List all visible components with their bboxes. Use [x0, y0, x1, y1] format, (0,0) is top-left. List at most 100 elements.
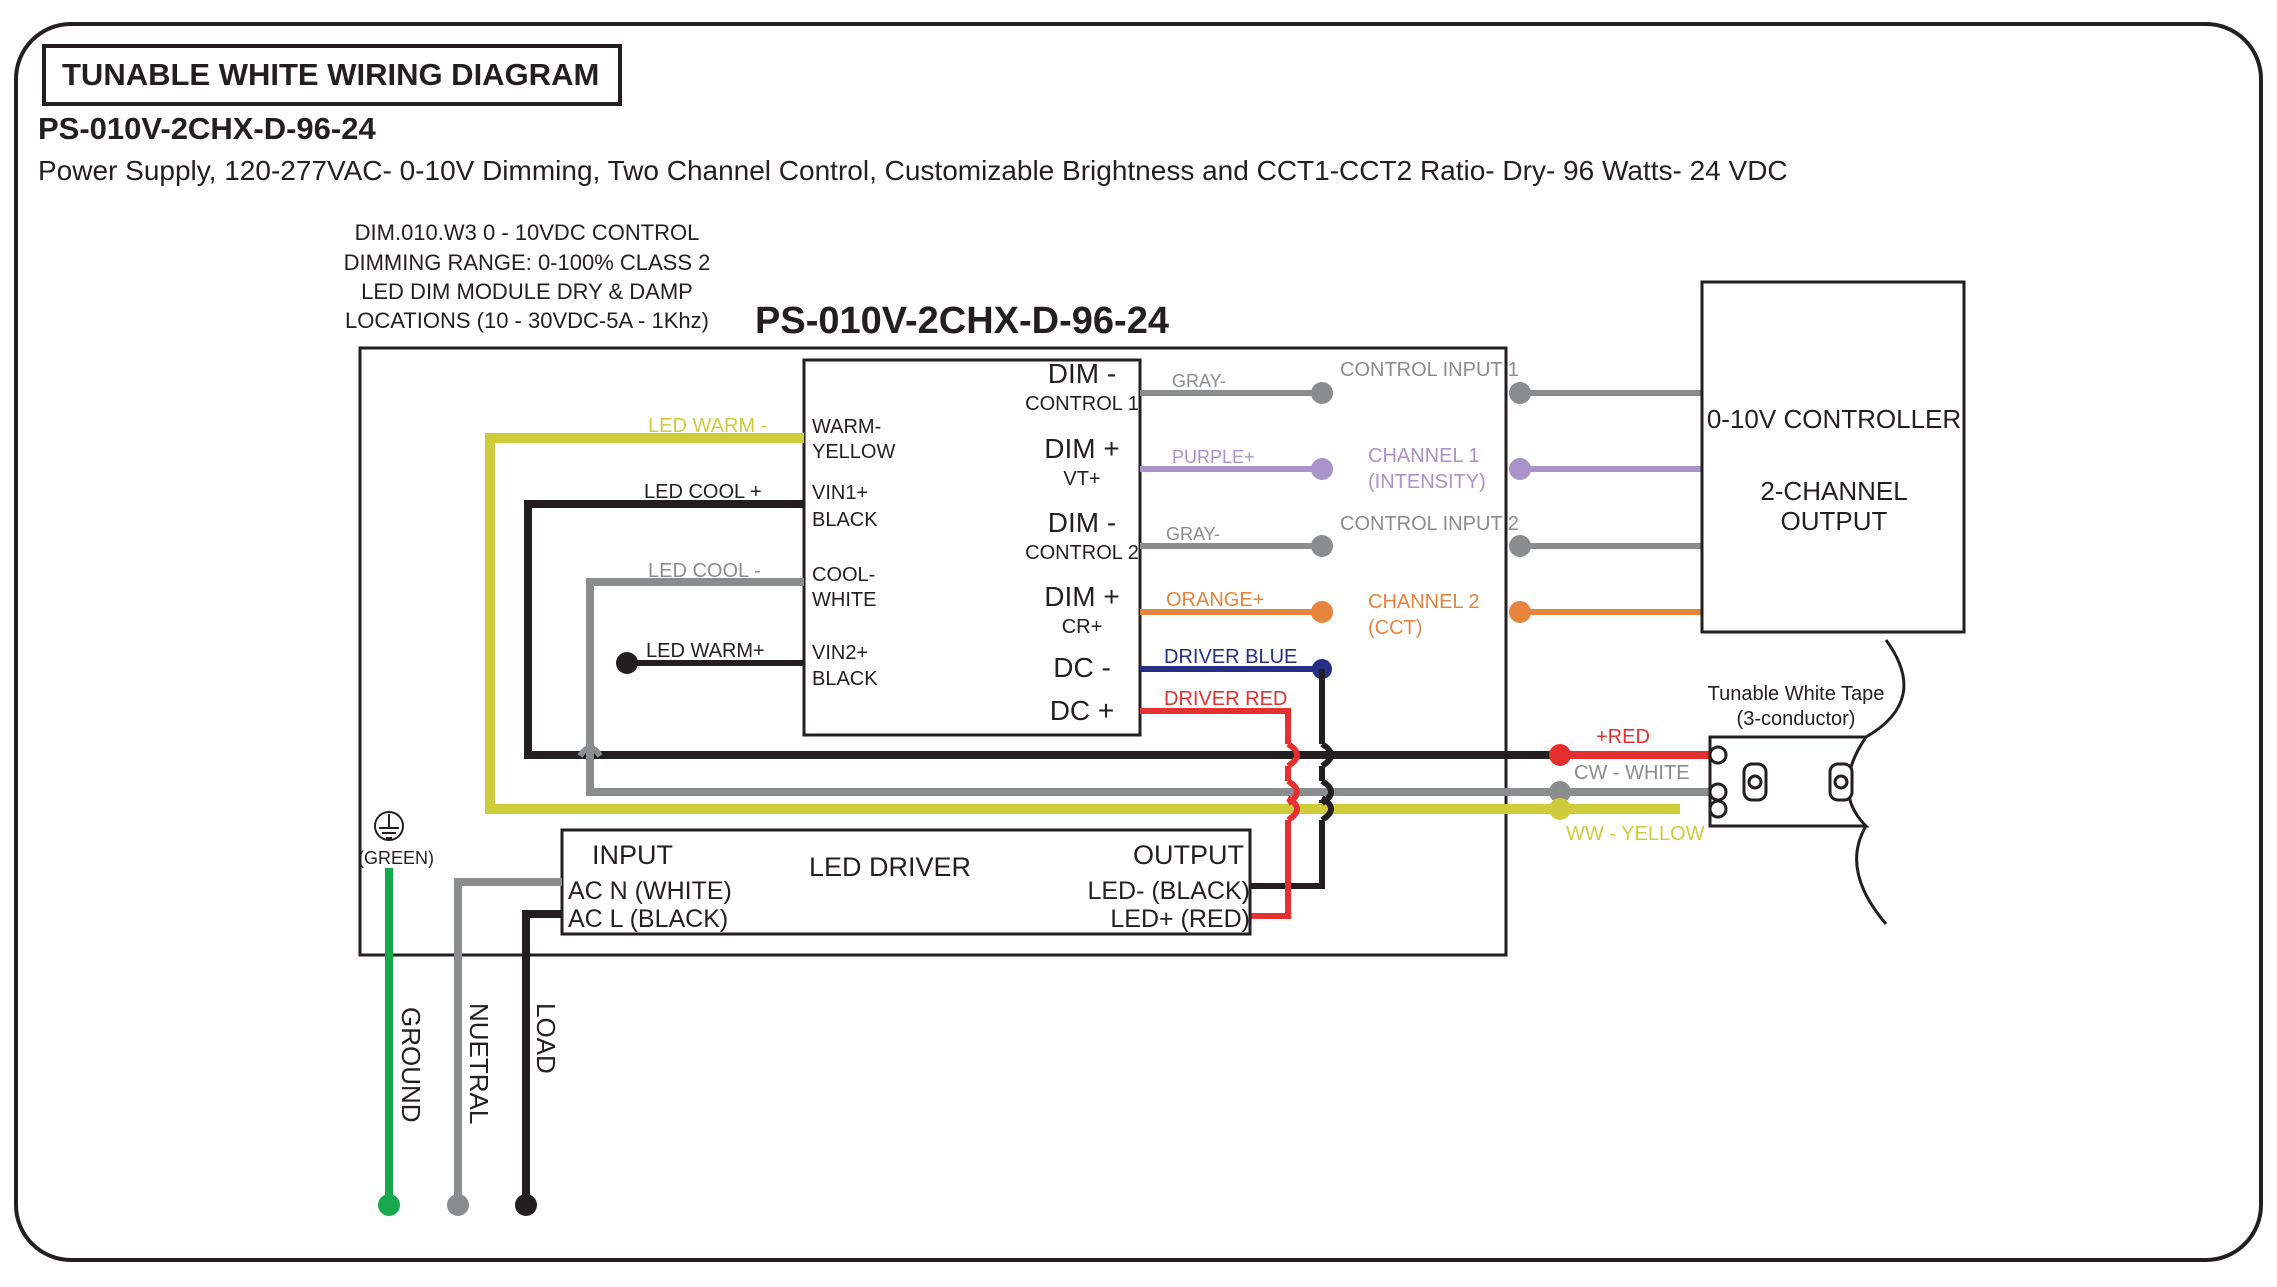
label-led-cool-plus: LED COOL + — [644, 481, 762, 503]
label-control-input-1: CONTROL INPUT 1 — [1340, 359, 1519, 381]
ground-terminal — [378, 1194, 400, 1216]
tape-led-2-center — [1833, 774, 1849, 790]
tape-pad-3 — [1708, 799, 1728, 819]
driver-output-label: OUTPUT — [1133, 840, 1244, 870]
controller-subtitle-1: 2-CHANNEL — [1760, 476, 1907, 506]
driver-name: LED DRIVER — [809, 852, 971, 882]
tape-title: Tunable White Tape — [1708, 683, 1885, 705]
controller-box — [1700, 280, 1966, 634]
description: Power Supply, 120-277VAC- 0-10V Dimming,… — [38, 155, 1788, 186]
ground-icon — [374, 811, 404, 841]
tape-cut-bottom — [1855, 825, 1888, 925]
black-hump-1 — [1320, 741, 1334, 769]
enclosure-box — [358, 346, 1508, 957]
led-tape — [1708, 639, 1906, 925]
control-1-terminal — [1311, 382, 1333, 404]
enclosure-title: PS-010V-2CHX-D-96-24 — [755, 300, 1169, 342]
note-line: LOCATIONS (10 - 30VDC-5A - 1Khz) — [345, 308, 709, 333]
terminal-vin2-label: VIN2+ — [812, 642, 868, 664]
note-line: DIMMING RANGE: 0-100% CLASS 2 — [344, 250, 711, 275]
wire-neutral — [454, 878, 562, 1205]
label-driver-blue: DRIVER BLUE — [1164, 646, 1297, 668]
wire-red-to-driver — [1250, 820, 1291, 919]
terminal-vin2-color: BLACK — [812, 668, 878, 690]
tape-pad-2 — [1708, 782, 1728, 802]
terminal-cool-color: WHITE — [812, 589, 876, 611]
outer-border — [14, 22, 2263, 1262]
red-tape-dot — [1549, 744, 1571, 766]
driver-input-label: INPUT — [592, 840, 673, 870]
gray-crossover-hump — [577, 745, 603, 758]
terminal-dc-minus: DC - — [1053, 652, 1111, 683]
wire-driver-red-top — [1140, 708, 1291, 744]
label-load: LOAD — [531, 1003, 561, 1074]
tape-subtitle: (3-conductor) — [1737, 708, 1856, 730]
red-hump-3 — [1286, 795, 1300, 823]
terminal-dim-plus-1: DIM + — [1044, 433, 1119, 464]
wire-black-vin1 — [524, 500, 1720, 759]
controller-title: 0-10V CONTROLLER — [1707, 404, 1961, 434]
note-line: DIM.010.W3 0 - 10VDC CONTROL — [355, 220, 700, 245]
terminal-dim-minus-2: DIM - — [1048, 507, 1116, 538]
label-led-warm-minus: LED WARM - — [648, 415, 767, 437]
driver-led-plus: LED+ (RED) — [1110, 905, 1250, 933]
terminal-control-2: CONTROL 2 — [1025, 542, 1139, 564]
label-neutral: NUETRAL — [464, 1003, 494, 1124]
wire-yellow-warm — [485, 433, 1680, 814]
ground-symbol-label: (GREEN) — [358, 848, 434, 868]
label-purple: PURPLE+ — [1172, 447, 1255, 467]
terminal-cr-plus: CR+ — [1062, 616, 1103, 638]
title-box — [42, 44, 622, 106]
label-orange: ORANGE+ — [1166, 589, 1264, 611]
label-ground: GROUND — [396, 1007, 426, 1123]
yellow-tape-dot — [1549, 798, 1571, 820]
terminal-control-1: CONTROL 1 — [1025, 393, 1139, 415]
terminal-vin1-color: BLACK — [812, 509, 878, 531]
wire-black-to-driver — [1250, 820, 1325, 889]
model-heading: PS-010V-2CHX-D-96-24 — [38, 111, 376, 146]
label-gray-2: GRAY- — [1166, 524, 1220, 544]
terminal-cool-label: COOL- — [812, 564, 875, 586]
terminal-vt-plus: VT+ — [1063, 468, 1100, 490]
terminal-dim-plus-2: DIM + — [1044, 581, 1119, 612]
black-hump-3 — [1320, 795, 1334, 823]
neutral-terminal — [447, 1194, 469, 1216]
label-channel-2-sub: (CCT) — [1368, 617, 1422, 639]
label-control-input-2: CONTROL INPUT 2 — [1340, 513, 1519, 535]
driver-ac-l: AC L (BLACK) — [568, 905, 728, 933]
diagram-title: TUNABLE WHITE WIRING DIAGRAM — [62, 57, 599, 92]
driver-led-minus: LED- (BLACK) — [1087, 877, 1250, 905]
driver-ac-n: AC N (WHITE) — [568, 877, 732, 905]
vin2-wire-end — [616, 652, 638, 674]
red-hump-1 — [1286, 741, 1300, 769]
control-2-terminal — [1311, 535, 1333, 557]
label-ww-yellow: WW - YELLOW — [1566, 823, 1705, 845]
terminal-dim-minus-1: DIM - — [1048, 358, 1116, 389]
gray-tape-dot — [1549, 781, 1571, 803]
note-line: LED DIM MODULE DRY & DAMP — [361, 279, 693, 304]
terminal-warm-color: YELLOW — [812, 441, 895, 463]
terminal-vin1-label: VIN1+ — [812, 482, 868, 504]
wire-gray-cool — [586, 578, 1720, 796]
label-led-cool-minus: LED COOL - — [648, 560, 761, 582]
terminal-dc-plus: DC + — [1050, 695, 1115, 726]
purple-terminal — [1311, 458, 1333, 480]
tape-led-1-center — [1747, 774, 1763, 790]
load-terminal — [515, 1194, 537, 1216]
controller-subtitle-2: OUTPUT — [1781, 506, 1888, 536]
wire-load — [522, 910, 562, 1205]
tape-pad-1 — [1708, 745, 1728, 765]
label-channel-1: CHANNEL 1 — [1368, 445, 1480, 467]
orange-terminal — [1311, 601, 1333, 623]
dim-module-note: DIM.010.W3 0 - 10VDC CONTROL DIMMING RAN… — [344, 220, 711, 333]
module-right-terminals: DIM - CONTROL 1 DIM + VT+ DIM - CONTROL … — [1025, 358, 1139, 726]
label-red-plus: +RED — [1596, 726, 1650, 748]
label-gray-1: GRAY- — [1172, 371, 1226, 391]
terminal-warm-label: WARM- — [812, 416, 881, 438]
label-channel-2: CHANNEL 2 — [1368, 591, 1480, 613]
label-led-warm-plus: LED WARM+ — [646, 640, 765, 662]
label-channel-1-sub: (INTENSITY) — [1368, 471, 1486, 493]
module-left-terminals: WARM- YELLOW VIN1+ BLACK COOL- WHITE VIN… — [812, 416, 895, 690]
label-cw-white: CW - WHITE — [1574, 762, 1690, 784]
